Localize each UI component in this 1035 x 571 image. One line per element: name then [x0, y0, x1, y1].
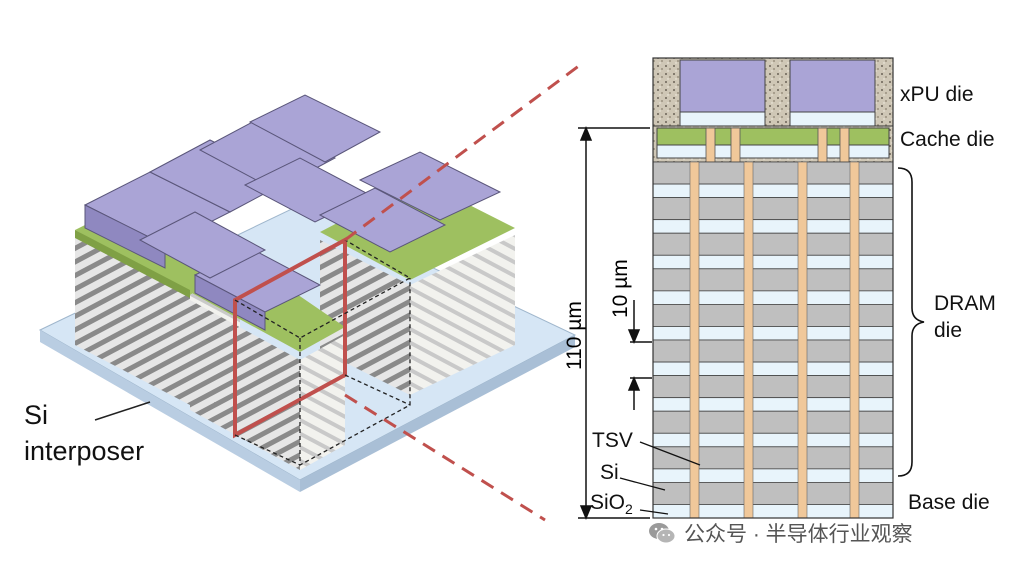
dram-die-label-line2: die — [934, 319, 963, 342]
dimension-10um — [627, 300, 652, 410]
tsv-column — [797, 161, 808, 519]
sio2-main-text: SiO — [590, 491, 626, 514]
xpu-die-layer — [652, 57, 894, 127]
material-leader-lines — [619, 441, 701, 515]
watermark-text: 公众号 · 半导体行业观察 — [684, 523, 913, 546]
base-die-label: Base die — [908, 491, 990, 514]
si-interposer-label-line1: Si — [24, 400, 49, 430]
si-label: Si — [600, 461, 619, 484]
sio2-label: SiO2 — [590, 492, 633, 516]
tsv-column — [849, 161, 860, 519]
cache-die-layer — [652, 125, 894, 163]
xpu-die-label: xPU die — [900, 83, 974, 106]
watermark: 公众号 · 半导体行业观察 — [648, 518, 913, 548]
cache-die-label: Cache die — [900, 128, 995, 151]
sio2-subscript: 2 — [625, 501, 633, 518]
si-interposer-label-line2: interposer — [24, 436, 145, 466]
dimension-110um-label: 110 µm — [563, 301, 586, 370]
package-3d-illustration — [38, 63, 581, 522]
zoom-guide-lines — [344, 63, 581, 522]
tsv-column — [743, 161, 754, 519]
xpu-die-tiles — [83, 94, 502, 331]
dimension-10um-label: 10 µm — [609, 259, 632, 318]
interposer-leader-line — [94, 401, 151, 421]
wechat-icon — [649, 523, 676, 544]
dram-die-label-line1: DRAM — [934, 292, 996, 315]
dimension-110um — [578, 126, 650, 520]
tsv-label: TSV — [592, 429, 633, 452]
section-highlight-frame — [233, 236, 412, 467]
dram-brace — [897, 167, 925, 477]
